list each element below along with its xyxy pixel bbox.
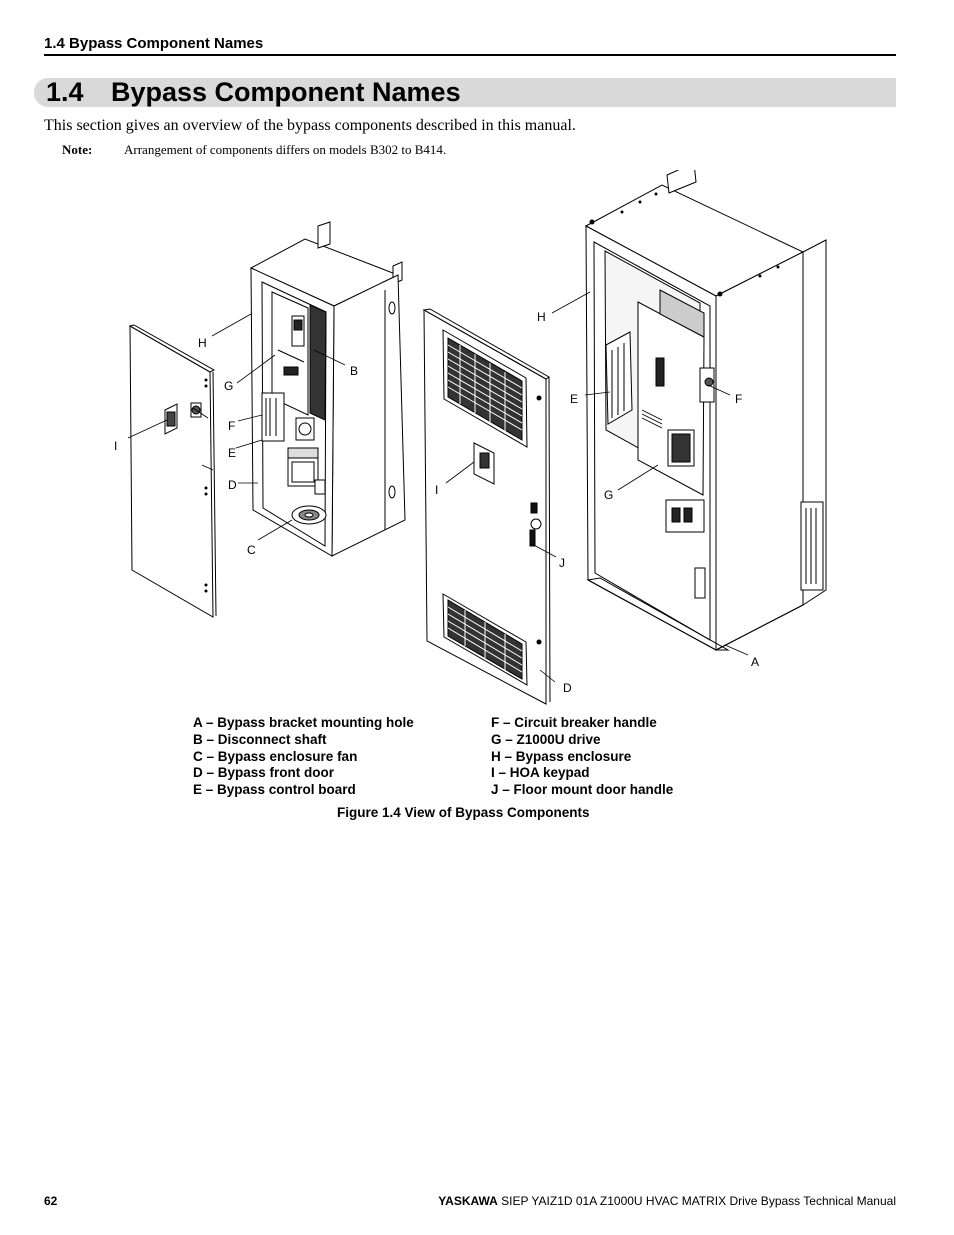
footer-title-text: SIEP YAIZ1D 01A Z1000U HVAC MATRIX Drive… [497,1194,896,1208]
left-enclosure [249,221,406,557]
intro-paragraph: This section gives an overview of the by… [44,117,576,134]
section-heading-bar [34,78,896,107]
legend-item: I – HOA keypad [491,765,590,781]
callout-e-left: E [228,446,236,460]
legend-item: D – Bypass front door [193,765,335,781]
legend-item: J – Floor mount door handle [491,782,674,798]
center-front-door [422,308,551,705]
legend-item: A – Bypass bracket mounting hole [193,715,414,730]
figure-caption: Figure 1.4 View of Bypass Components [337,805,590,820]
callout-g-right: G [604,488,613,502]
callout-i-center: I [435,483,438,497]
legend-item: B – Disconnect shaft [193,731,327,747]
legend-right: F – Circuit breaker handle G – Z1000U dr… [491,715,673,799]
legend-item: C – Bypass enclosure fan [193,748,358,764]
callout-d-left: D [228,478,237,492]
right-enclosure [584,170,827,651]
callout-d-center: D [563,681,572,695]
bypass-components-figure: H G B F I E D C I J D H E F G A [114,170,827,705]
leader-lines [127,291,749,683]
callout-h-left: H [198,336,207,350]
callout-i-left: I [114,439,117,453]
running-head: 1.4 Bypass Component Names [44,35,264,52]
callout-j: J [559,556,565,570]
header-rule [44,54,896,56]
legend-item: G – Z1000U drive [491,731,601,747]
callout-g-left: G [224,379,233,393]
callout-b: B [350,364,358,378]
footer-manual-title: YASKAWA SIEP YAIZ1D 01A Z1000U HVAC MATR… [438,1194,896,1208]
legend-item: F – Circuit breaker handle [491,715,657,730]
callout-c: C [247,543,256,557]
callout-f-right: F [735,392,742,406]
note-text: Arrangement of components differs on mod… [124,142,447,157]
callout-h-right: H [537,310,546,324]
legend-left: A – Bypass bracket mounting hole B – Dis… [193,715,414,799]
callout-e-right: E [570,392,578,406]
section-number: 1.4 [46,77,84,107]
legend-item: E – Bypass control board [193,782,356,798]
page-number: 62 [44,1194,58,1208]
footer-brand: YASKAWA [438,1194,498,1208]
note-label: Note: [62,142,93,157]
section-title: Bypass Component Names [111,77,461,107]
callout-f-left: F [228,419,235,433]
legend-item: H – Bypass enclosure [491,748,632,764]
left-door-panel [128,324,217,618]
callout-a: A [751,655,759,669]
